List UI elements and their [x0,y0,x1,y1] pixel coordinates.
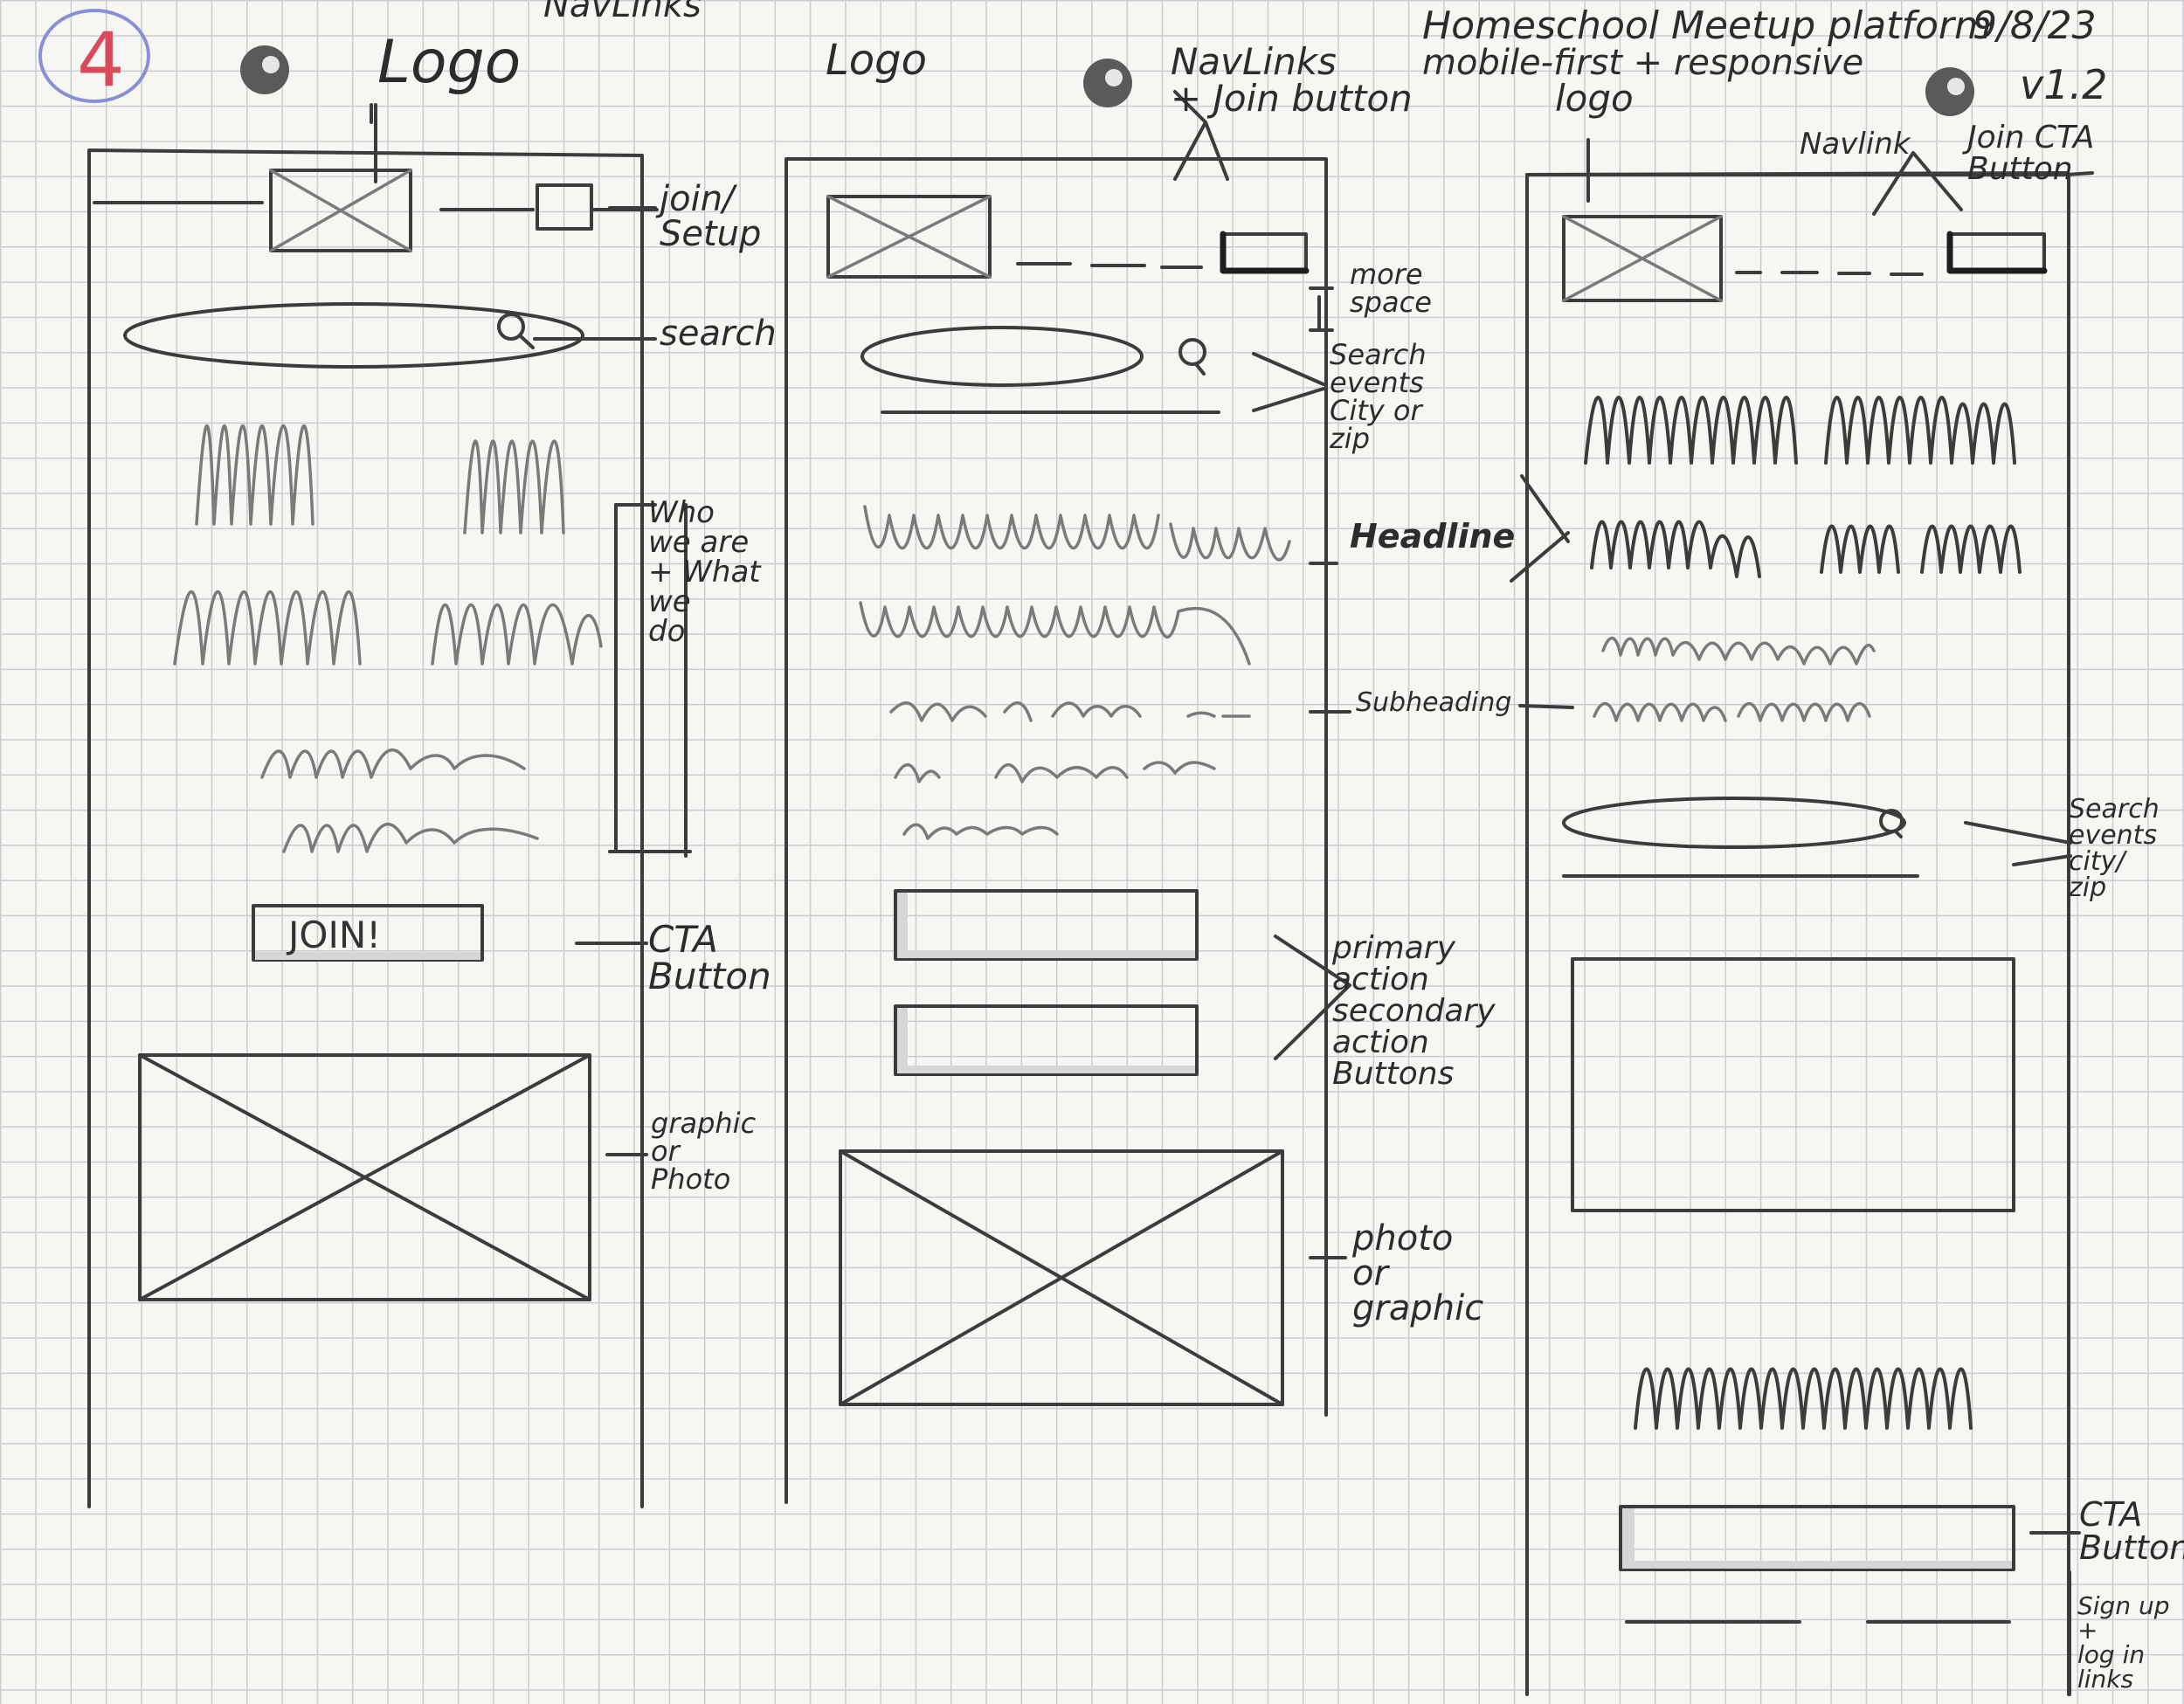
frame-3-image-placeholder [1571,957,2015,1212]
frame-2-subheading-1 [889,701,1251,722]
header-version: v1.2 [2020,61,2108,108]
frame-3-nav-dash [1735,271,1924,276]
header-subtitle: mobile-first + responsive [1422,43,1864,83]
frame-2-subheading-2 [894,761,1216,783]
frame-2-logo-placeholder [826,195,992,279]
frame-1-leaders [370,103,657,1156]
frame-3-search-bar [1562,797,1919,878]
frame-3-body-copy [1634,1367,1973,1430]
frame-1-join-button-label: JOIN! [286,914,381,956]
wireframe-2 [784,90,1351,1504]
page-number: 4 [77,17,125,104]
frame-2-nav-dash [1016,262,1203,269]
frame-2-buttons-label: primary action secondary action Buttons [1332,930,1496,1092]
frame-3-join-cta-button[interactable] [1948,232,2046,273]
frame-3-cta-label: CTA Button [2079,1495,2184,1567]
frame-1-join-setup-label: join/ Setup [660,179,762,254]
frame-1-who-bracket [608,503,692,858]
frame-3-signup-label: Sign up + log in links [2077,1591,2170,1694]
frame-2-border [784,157,1328,1504]
frame-3-subheading-2 [1593,701,1871,722]
frame-3-leaders [1510,138,2094,1696]
frame-3-headline-1 [1584,396,2016,465]
frame-2-photo-placeholder [839,1149,1284,1406]
frame-2-headline-2 [859,601,1251,666]
frame-3-search-label: Search events city/ zip [2069,794,2160,903]
frame-2-secondary-button[interactable] [894,1004,1199,1076]
frame-2-subheading-label: Subheading [1356,687,1512,718]
frame-1-who-heading [195,424,565,535]
frame-2-primary-button[interactable] [894,889,1199,961]
frame-2-navlinks-label: NavLinks + Join button [1171,40,1413,120]
frame-1-who-copy-2 [282,823,539,853]
frame-2-leaders [1173,90,1351,1259]
frame-3-headline-2 [1590,520,2022,578]
frame-3-join-cta-label: Join CTA Button [1967,120,2095,187]
frame-3-logo-label: logo [1555,77,1634,120]
frame-2-subheading-3 [902,823,1059,840]
frame-2-photo-label: photo or graphic [1352,1218,1484,1328]
frame-2-search-label: Search events City or zip [1330,338,1427,455]
frame-3-cta-button[interactable] [1619,1505,2015,1571]
wireframe-1: JOIN! [87,103,692,1508]
binder-holes [240,45,1974,116]
frame-1-logo-label: Logo [377,28,522,97]
frame-1-search-bar [123,302,584,369]
frame-1-border [87,148,644,1508]
frame-1-nav-dash [93,201,659,211]
frame-3-border [1525,173,2070,1696]
frame-2-join-button[interactable] [1221,232,1308,273]
header-date: 9/8/23 [1973,3,2097,48]
frame-2-headline-label: Headline [1350,517,1516,555]
header-title: Homeschool Meetup platform [1422,3,1992,48]
frame-1-graphic-placeholder [138,1053,591,1301]
frame-1-logo-placeholder [269,169,412,252]
frame-2-headline-1 [863,505,1291,562]
frame-3-navlink-label: Navlink [1800,127,1911,162]
frame-1-who-copy-1 [260,749,526,779]
frame-1-graphic-label: graphic or Photo [651,1107,757,1196]
frame-3-subheading-1 [1601,636,1876,666]
frame-1-who-we-are-label: Who we are + What we do [648,495,761,649]
frame-1-join-button[interactable] [252,904,484,962]
page-number-circle [38,9,150,103]
frame-1-join-setup-box [536,183,593,231]
frame-1-cta-label: CTA Button [648,918,771,997]
frame-1-who-heading-2 [173,590,603,666]
frame-2-logo-label: Logo [826,36,927,85]
frame-2-search-bar [860,326,1220,414]
frame-1-search-label: search [660,314,777,354]
wireframe-3 [1510,138,2094,1696]
frame-3-logo-placeholder [1562,215,1723,302]
frame-2-more-space-label: more space [1350,258,1432,319]
frame-1-navlinks-label: NavLinks [543,0,702,25]
